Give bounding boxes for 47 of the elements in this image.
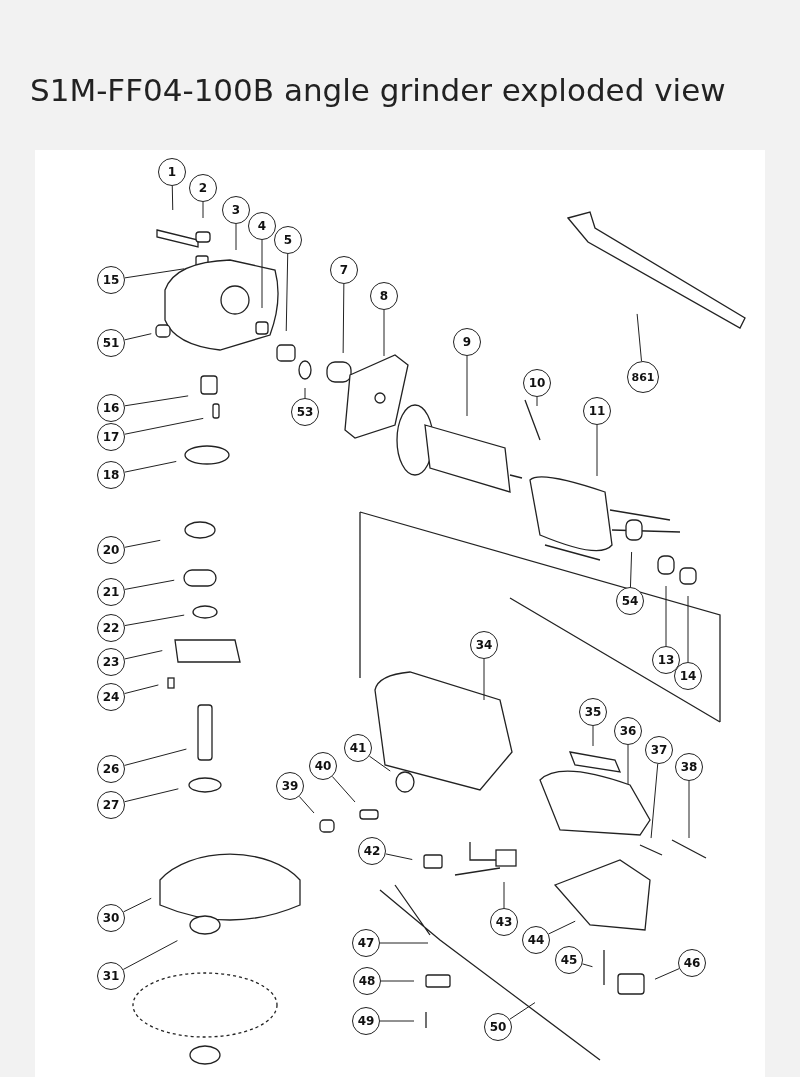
leader-line [298, 795, 315, 814]
leader-line [123, 897, 152, 913]
leader-line [331, 775, 356, 803]
leader-line [124, 417, 204, 435]
leader-line [124, 268, 185, 279]
leader-line [342, 283, 345, 354]
leader-line [665, 585, 667, 647]
leader-line [581, 963, 593, 968]
leader-line [466, 355, 468, 417]
leader-line [379, 942, 429, 944]
leader-line [368, 755, 391, 772]
leader-line [124, 684, 159, 695]
leader-line [592, 725, 594, 747]
leader-line [261, 239, 263, 309]
leader-line [383, 309, 385, 357]
leader-line [687, 595, 689, 663]
leader-line [636, 313, 642, 362]
leader-line [627, 744, 629, 785]
leader-line [122, 940, 178, 970]
leader-line [124, 614, 185, 627]
leader-line [654, 968, 680, 980]
leader-line [379, 1020, 415, 1022]
title: S1M-FF04-100B angle grinder exploded view [30, 72, 726, 108]
leader-line [124, 788, 179, 803]
leader-line [509, 1002, 536, 1020]
leader-line [483, 658, 485, 701]
leader-line [503, 881, 505, 909]
leader-line [629, 551, 633, 588]
leader-line [235, 223, 237, 251]
leader-line [124, 460, 177, 473]
leader-line [124, 748, 187, 766]
leader-line [202, 201, 204, 219]
leader-line [536, 396, 538, 407]
leader-line [548, 920, 576, 935]
leader-line [380, 980, 415, 982]
leader-line [171, 185, 174, 211]
leader-line [124, 395, 189, 407]
leader-line [124, 650, 163, 660]
leader-line [688, 780, 690, 839]
leader-line [124, 579, 175, 590]
leader-line [385, 853, 413, 860]
leader-line [285, 253, 289, 332]
leader-line [650, 763, 659, 839]
leader-line [596, 424, 598, 477]
leader-line [304, 387, 306, 399]
leader-line [124, 539, 161, 548]
leader-line [124, 333, 152, 341]
